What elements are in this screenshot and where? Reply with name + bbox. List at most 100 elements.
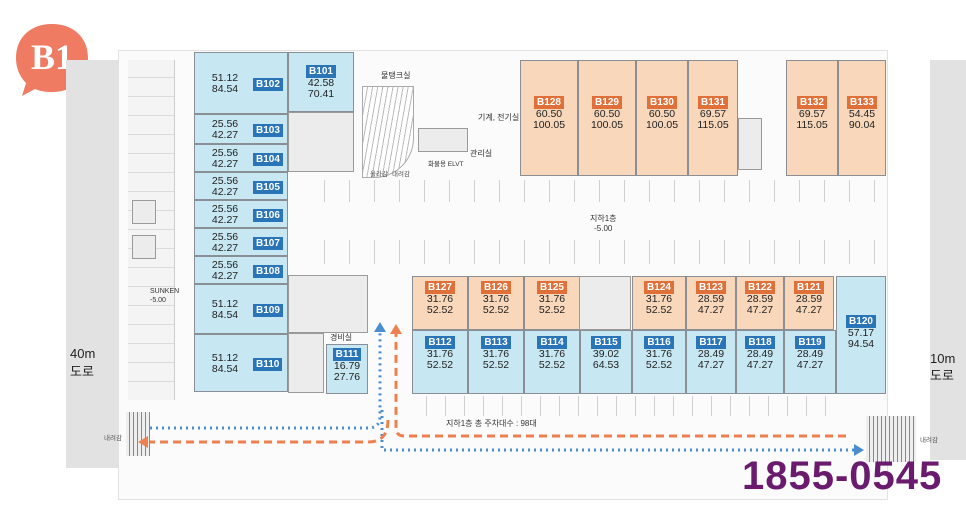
- left-entrance: [126, 412, 150, 456]
- stair-core-left-2: [132, 235, 156, 259]
- left-road: [66, 60, 124, 468]
- unit-area-a: 31.76: [538, 293, 566, 305]
- parking-row-bottom: [408, 396, 828, 416]
- unit-area-b: 84.54: [211, 309, 239, 321]
- unit-area-b: 42.27: [211, 129, 239, 141]
- unit-id: B131: [698, 96, 728, 109]
- unit-area-a: 31.76: [538, 348, 566, 360]
- unit-id: B128: [534, 96, 564, 109]
- unit-area-b: 70.41: [307, 88, 335, 100]
- unit-id: B104: [253, 152, 283, 166]
- unit-area-a: 31.76: [645, 293, 673, 305]
- unit-id: B111: [332, 348, 362, 361]
- unit-area-b: 84.54: [211, 363, 239, 375]
- unit-area-a: 25.56: [211, 147, 239, 159]
- unit-id: B115: [591, 336, 621, 349]
- unit-area-b: 42.27: [211, 186, 239, 198]
- unit-id: B122: [745, 281, 775, 294]
- unit-area-a: 54.45: [848, 108, 876, 120]
- unit-area-a: 57.17: [847, 327, 875, 339]
- up-label: 올라감: [370, 171, 388, 178]
- unit-id: B105: [253, 180, 283, 194]
- unit-area-a: 51.12: [211, 72, 239, 84]
- unit-b120[interactable]: B120 57.17 94.54: [836, 276, 886, 394]
- unit-area-b: 47.27: [746, 304, 774, 316]
- left-entrance-label: 내려감: [104, 435, 122, 442]
- elvt-label: 화물용 ELVT: [428, 161, 464, 168]
- unit-id: B118: [745, 336, 775, 349]
- down-label: 내려감: [392, 171, 410, 178]
- unit-area-b: 47.27: [746, 359, 774, 371]
- unit-area-b: 100.05: [645, 119, 679, 131]
- unit-area-a: 25.56: [211, 259, 239, 271]
- unit-area-b: 42.27: [211, 242, 239, 254]
- unit-b101[interactable]: B101 42.58 70.41: [288, 52, 354, 112]
- unit-area-a: 16.79: [333, 360, 361, 372]
- unit-area-b: 52.52: [645, 304, 673, 316]
- unit-id: B102: [253, 77, 283, 91]
- right-entrance-label: 내려감: [920, 437, 938, 444]
- unit-area-a: 25.56: [211, 203, 239, 215]
- unit-id: B121: [794, 281, 824, 294]
- floor-label: 지하1층 -5.00: [590, 214, 617, 233]
- unit-area-a: 69.57: [798, 108, 826, 120]
- unit-id: B123: [696, 281, 726, 294]
- left-road-label: 40m 도로: [70, 346, 96, 379]
- unit-area-a: 31.76: [482, 348, 510, 360]
- unit-area-b: 47.27: [697, 359, 725, 371]
- unit-area-b: 42.27: [211, 214, 239, 226]
- unit-id: B125: [537, 281, 567, 294]
- unit-area-a: 31.76: [426, 348, 454, 360]
- unit-area-a: 28.49: [697, 348, 725, 360]
- left-core-bottom: [288, 275, 368, 333]
- unit-area-b: 100.05: [532, 119, 566, 131]
- unit-id: B110: [253, 357, 283, 371]
- elevator-core: [418, 128, 468, 152]
- unit-id: B127: [425, 281, 455, 294]
- unit-area-a: 60.50: [648, 108, 676, 120]
- unit-area-a: 25.56: [211, 175, 239, 187]
- top-core: [738, 118, 762, 170]
- unit-area-a: 51.12: [211, 298, 239, 310]
- unit-area-a: 28.59: [697, 293, 725, 305]
- unit-id: B119: [795, 336, 825, 349]
- stair-core-left: [132, 200, 156, 224]
- unit-area-b: 27.76: [333, 371, 361, 383]
- unit-area-a: 25.56: [211, 118, 239, 130]
- unit-area-b: 52.52: [426, 304, 454, 316]
- sunken-label: SUNKEN -5.00: [150, 288, 180, 304]
- unit-area-a: 28.49: [746, 348, 774, 360]
- unit-b111[interactable]: B111 16.79 27.76: [326, 344, 368, 394]
- unit-area-b: 64.53: [592, 359, 620, 371]
